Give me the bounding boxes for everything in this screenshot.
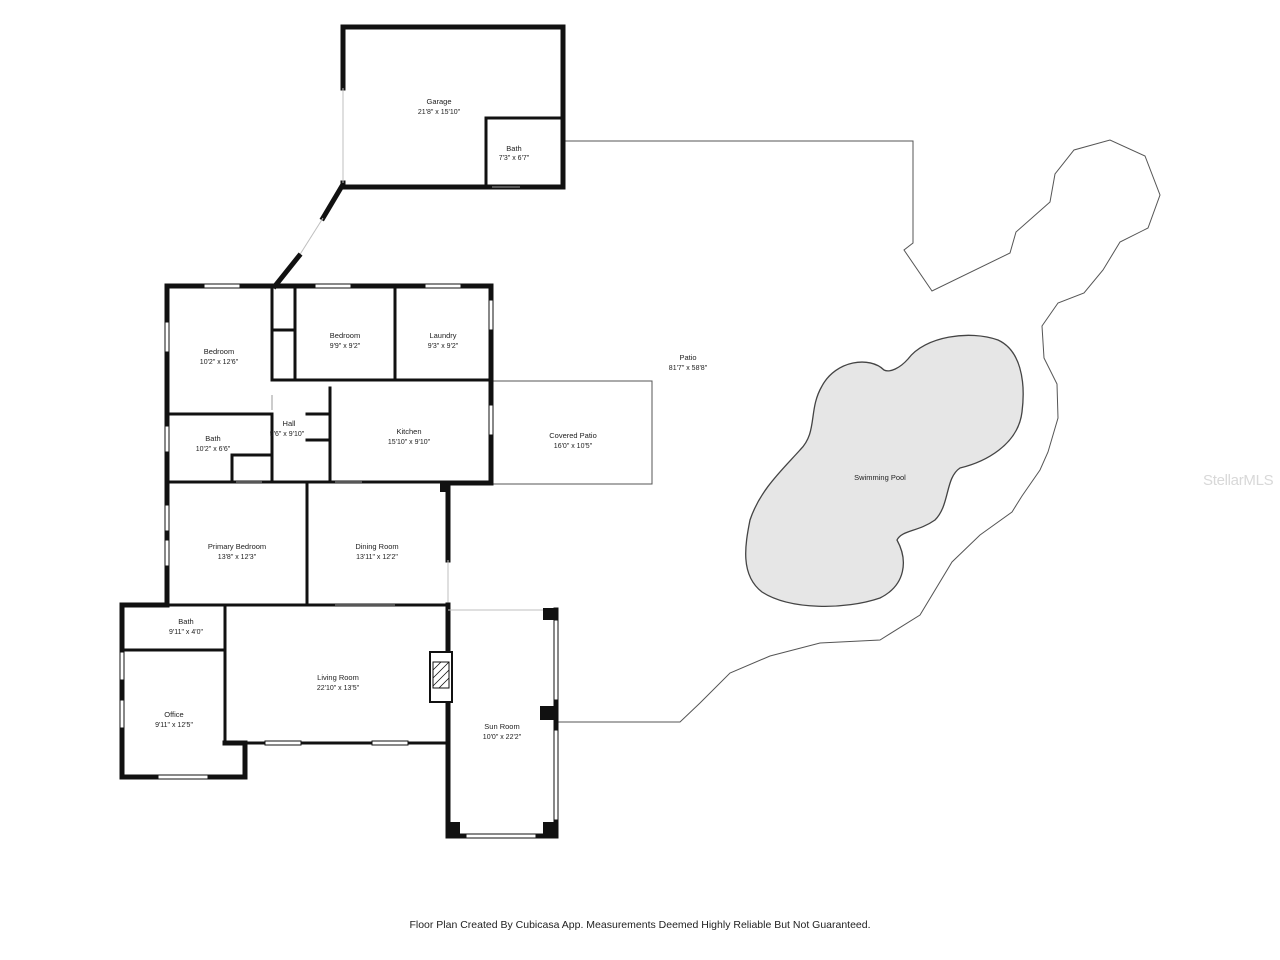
bath1-dims: 10'2" x 6'6" bbox=[196, 446, 231, 453]
hall-dims: 5'6" x 9'10" bbox=[270, 431, 305, 438]
bedroom2-name: Bedroom bbox=[330, 331, 360, 340]
garage-bath-dims: 7'3" x 6'7" bbox=[499, 155, 530, 162]
laundry-dims: 9'3" x 9'2" bbox=[428, 343, 459, 350]
sun-room-dims: 10'0" x 22'2" bbox=[483, 734, 522, 741]
garage-dims: 21'8" x 15'10" bbox=[418, 109, 461, 116]
garage-name: Garage bbox=[426, 97, 451, 106]
patio-dims: 81'7" x 58'8" bbox=[669, 365, 708, 372]
dining-room-name: Dining Room bbox=[355, 542, 398, 551]
patio-outline bbox=[558, 139, 1161, 723]
garage-walls bbox=[340, 24, 566, 190]
columns bbox=[440, 483, 556, 836]
footer-disclaimer: Floor Plan Created By Cubicasa App. Meas… bbox=[409, 919, 871, 931]
covered-patio-dims: 16'0" x 10'5" bbox=[554, 443, 593, 450]
breezeway-walls bbox=[271, 182, 346, 290]
office-name: Office bbox=[164, 710, 183, 719]
bath2-dims: 9'11" x 4'0" bbox=[169, 629, 203, 636]
bath1-name: Bath bbox=[205, 434, 220, 443]
laundry-name: Laundry bbox=[429, 331, 456, 340]
living-room-name: Living Room bbox=[317, 673, 359, 682]
patio-name: Patio bbox=[679, 353, 696, 362]
swimming-pool bbox=[745, 334, 1024, 607]
bath2-name: Bath bbox=[178, 617, 193, 626]
living-room-dims: 22'10" x 13'5" bbox=[317, 685, 360, 692]
hall-name: Hall bbox=[283, 419, 296, 428]
bedroom1-name: Bedroom bbox=[204, 347, 234, 356]
bedroom2-dims: 9'9" x 9'2" bbox=[330, 343, 361, 350]
bedroom1-dims: 10'2" x 12'6" bbox=[200, 359, 239, 366]
covered-patio-outline bbox=[493, 380, 653, 485]
fireplace bbox=[429, 651, 453, 703]
dining-room-dims: 13'11" x 12'2" bbox=[356, 554, 398, 561]
sun-room-name: Sun Room bbox=[484, 722, 519, 731]
swimming-pool-name: Swimming Pool bbox=[854, 473, 906, 482]
primary-bedroom-name: Primary Bedroom bbox=[208, 542, 266, 551]
watermark: StellarMLS bbox=[1203, 472, 1274, 489]
garage-bath-name: Bath bbox=[506, 144, 521, 153]
kitchen-dims: 15'10" x 9'10" bbox=[388, 439, 431, 446]
office-dims: 9'11" x 12'5" bbox=[155, 722, 193, 729]
covered-patio-name: Covered Patio bbox=[549, 431, 597, 440]
interior-walls bbox=[120, 284, 493, 745]
kitchen-name: Kitchen bbox=[396, 427, 421, 436]
house-exterior-walls bbox=[119, 283, 559, 839]
doors bbox=[236, 395, 395, 606]
primary-bedroom-dims: 13'8" x 12'3" bbox=[218, 554, 257, 561]
